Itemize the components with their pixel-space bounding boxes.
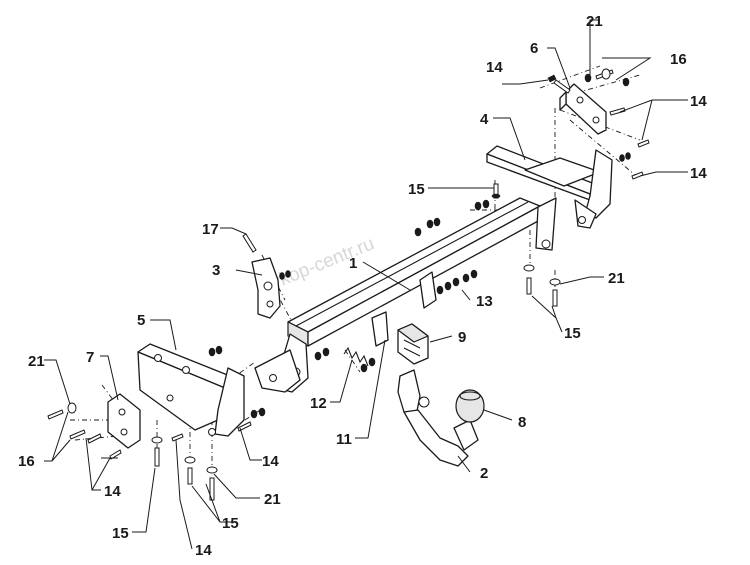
callout-9: 9 — [458, 329, 466, 346]
leader-lines — [44, 19, 688, 550]
callout-15-left: 15 — [112, 525, 129, 542]
callout-labels: 1 2 3 4 5 6 7 8 9 11 12 13 14 14 14 14 1… — [18, 13, 707, 559]
callout-7: 7 — [86, 349, 94, 366]
callout-8: 8 — [518, 414, 526, 431]
callout-14-right-lower: 14 — [690, 165, 707, 182]
callout-21-right: 21 — [608, 270, 625, 287]
main-cross-beam — [254, 197, 557, 393]
callout-16-top: 16 — [670, 51, 687, 68]
right-side-bracket — [486, 145, 613, 229]
callout-15-upper: 15 — [408, 181, 425, 198]
callout-13: 13 — [476, 293, 493, 310]
callout-14-center: 14 — [262, 453, 279, 470]
callout-11: 11 — [336, 431, 352, 448]
upper-right-plate — [559, 83, 607, 135]
ball-mount — [397, 369, 479, 467]
bolts-and-nuts — [47, 68, 650, 501]
mounting-bracket — [251, 257, 281, 319]
tow-ball-cap — [455, 389, 485, 423]
callout-14-top: 14 — [486, 59, 503, 76]
callout-3: 3 — [212, 262, 220, 279]
callout-2: 2 — [480, 465, 488, 482]
socket-holder — [397, 323, 429, 365]
callout-14-right-upper: 14 — [690, 93, 707, 110]
callout-14-bottom: 14 — [195, 542, 212, 559]
callout-21-top: 21 — [586, 13, 603, 30]
callout-12: 12 — [310, 395, 327, 412]
callout-5: 5 — [137, 312, 145, 329]
callout-15-lower: 15 — [222, 515, 239, 532]
callout-16-left: 16 — [18, 453, 35, 470]
callout-6: 6 — [530, 40, 538, 57]
beam-support-bracket — [371, 271, 437, 347]
callout-21-left: 21 — [28, 353, 45, 370]
spring — [343, 346, 369, 367]
callout-21-bottom: 21 — [264, 491, 281, 508]
left-side-bracket — [137, 343, 245, 437]
left-plate — [107, 393, 141, 449]
callout-14-left: 14 — [104, 483, 121, 500]
callout-15-right: 15 — [564, 325, 581, 342]
callout-17: 17 — [202, 221, 219, 238]
callout-1: 1 — [349, 255, 357, 272]
callout-4: 4 — [480, 111, 489, 128]
